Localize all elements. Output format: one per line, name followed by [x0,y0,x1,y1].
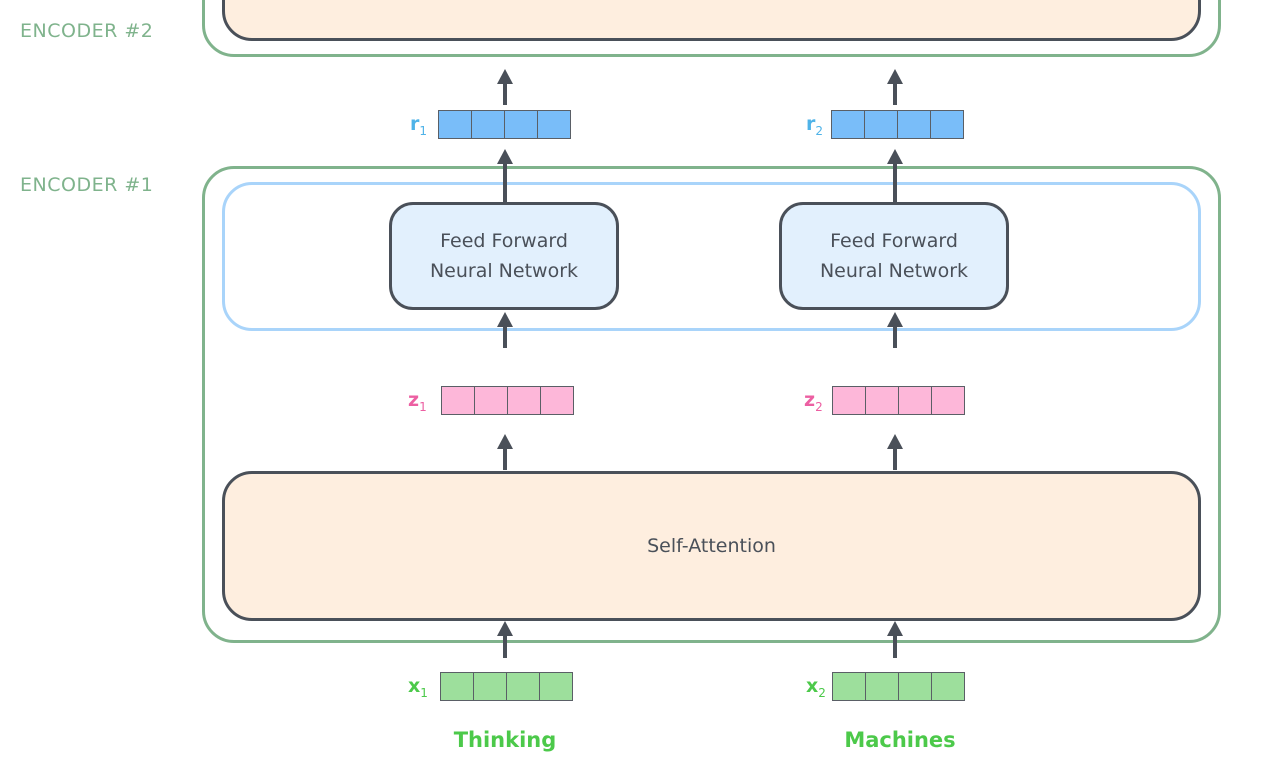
r1-vector [438,110,571,139]
z1-label: z1 [408,389,427,414]
encoder-1-box [202,166,1221,643]
arrow-up-icon [887,621,903,658]
arrow-up-icon [887,69,903,105]
ffn-layer [222,182,1201,331]
x2-label: x2 [806,675,826,700]
self-attention-box: Self-Attention [222,471,1201,621]
z1-vector [441,386,574,415]
encoder-1-label: ENCODER #1 [20,174,154,196]
encoder-2-box [202,0,1221,57]
encoder-2-label: ENCODER #2 [20,20,154,42]
arrow-up-icon [887,434,903,470]
arrow-up-icon [887,149,903,203]
z2-label: z2 [804,389,823,414]
self-attention-label: Self-Attention [647,535,776,557]
arrow-up-icon [497,434,513,470]
ffn-label: Feed Forward [830,230,958,252]
z2-vector [832,386,965,415]
ffn-label: Neural Network [429,260,579,282]
r1-label: r1 [410,113,428,138]
arrow-up-icon [497,621,513,658]
input-word-1: Thinking [453,728,557,752]
arrow-up-icon [497,149,513,203]
r2-vector [831,110,964,139]
x1-vector [440,672,573,701]
ffn-label: Feed Forward [440,230,568,252]
ffn-label: Neural Network [819,260,969,282]
r2-label: r2 [806,113,824,138]
arrow-up-icon [887,312,903,348]
encoder-2-self-attention [222,0,1201,41]
x2-vector [832,672,965,701]
arrow-up-icon [497,69,513,105]
input-word-2: Machines [844,728,956,752]
x1-label: x1 [408,675,428,700]
arrow-up-icon [497,312,513,348]
